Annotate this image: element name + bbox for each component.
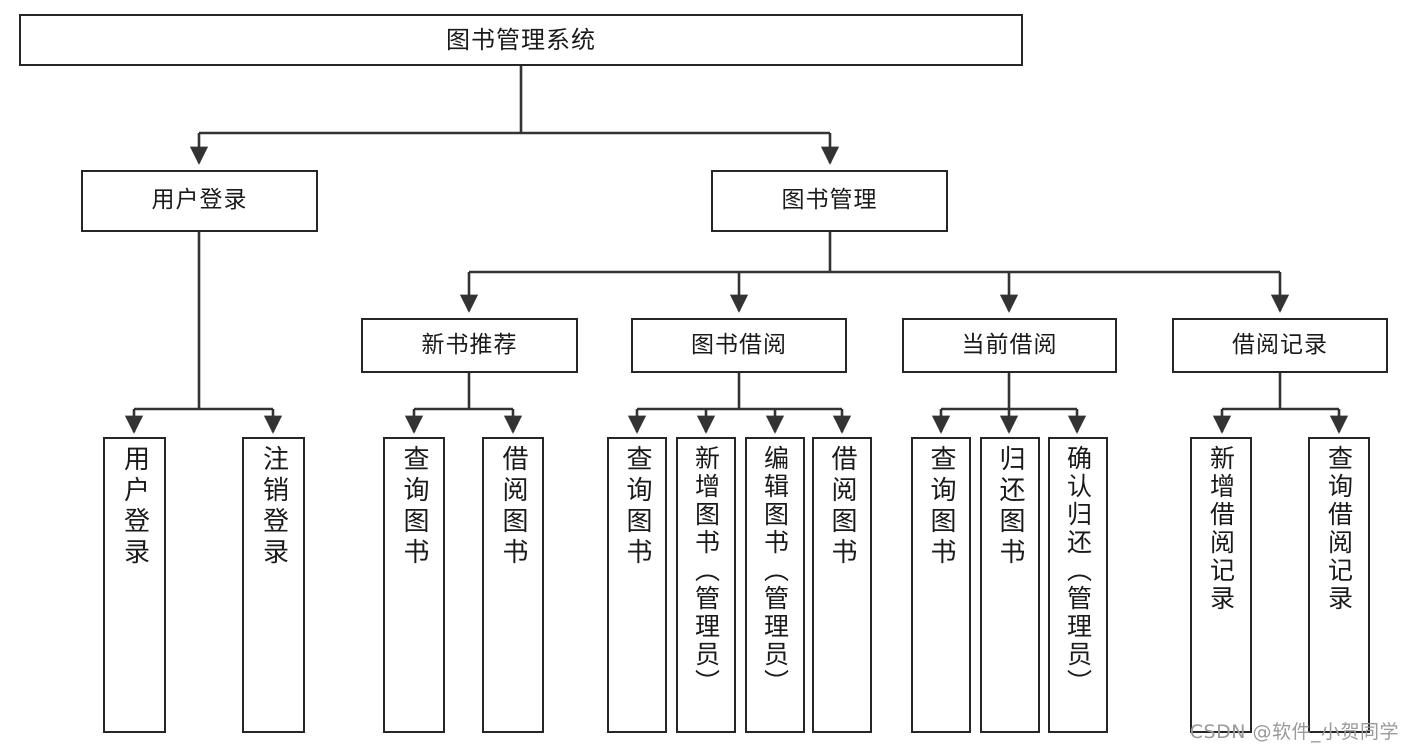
leaf-return-books[interactable]: 归还图书	[980, 437, 1040, 733]
node-label: 当前借阅	[961, 331, 1058, 358]
node-label: 确认归还（管理员）	[1063, 445, 1093, 697]
node-label: 借阅图书	[827, 445, 857, 569]
node-label: 新增图书（管理员）	[691, 445, 721, 697]
node-label: 图书管理系统	[446, 25, 596, 54]
node-label: 新书推荐	[421, 331, 518, 358]
leaf-add-book-admin[interactable]: 新增图书（管理员）	[676, 437, 736, 733]
leaf-add-borrow-record[interactable]: 新增借阅记录	[1190, 437, 1252, 733]
node-label: 查询图书	[926, 445, 956, 569]
node-label: 归还图书	[995, 445, 1025, 569]
csdn-watermark: CSDN @软件_小贺同学	[1189, 721, 1399, 743]
node-label: 查询图书	[622, 445, 652, 569]
node-label: 注销登录	[258, 445, 289, 569]
node-user-login[interactable]: 用户登录	[81, 170, 318, 232]
leaf-user-login[interactable]: 用户登录	[103, 437, 166, 733]
leaf-borrow-books-recommend[interactable]: 借阅图书	[482, 437, 544, 733]
leaf-logout[interactable]: 注销登录	[242, 437, 305, 733]
leaf-borrow-books-borrow[interactable]: 借阅图书	[812, 437, 872, 733]
node-label: 用户登录	[119, 445, 150, 569]
leaf-query-borrow-record[interactable]: 查询借阅记录	[1308, 437, 1370, 733]
node-label: 新增借阅记录	[1206, 445, 1236, 613]
leaf-confirm-return-admin[interactable]: 确认归还（管理员）	[1048, 437, 1108, 733]
node-current-borrowing[interactable]: 当前借阅	[902, 318, 1117, 373]
node-book-borrowing[interactable]: 图书借阅	[631, 318, 847, 373]
node-borrowing-records[interactable]: 借阅记录	[1172, 318, 1388, 373]
node-label: 用户登录	[151, 187, 248, 214]
node-label: 图书管理	[781, 187, 878, 214]
leaf-edit-book-admin[interactable]: 编辑图书（管理员）	[745, 437, 805, 733]
node-book-management[interactable]: 图书管理	[711, 170, 948, 232]
node-new-book-recommendation[interactable]: 新书推荐	[361, 318, 578, 373]
leaf-query-books-current[interactable]: 查询图书	[911, 437, 971, 733]
node-label: 查询图书	[399, 445, 429, 569]
leaf-query-books-borrow[interactable]: 查询图书	[607, 437, 667, 733]
node-label: 图书借阅	[691, 331, 787, 358]
node-label: 借阅记录	[1232, 331, 1328, 358]
node-label: 编辑图书（管理员）	[760, 445, 790, 697]
node-label: 借阅图书	[498, 445, 528, 569]
node-label: 查询借阅记录	[1324, 445, 1354, 613]
leaf-query-books-recommend[interactable]: 查询图书	[383, 437, 445, 733]
node-root-book-management-system[interactable]: 图书管理系统	[19, 14, 1023, 66]
